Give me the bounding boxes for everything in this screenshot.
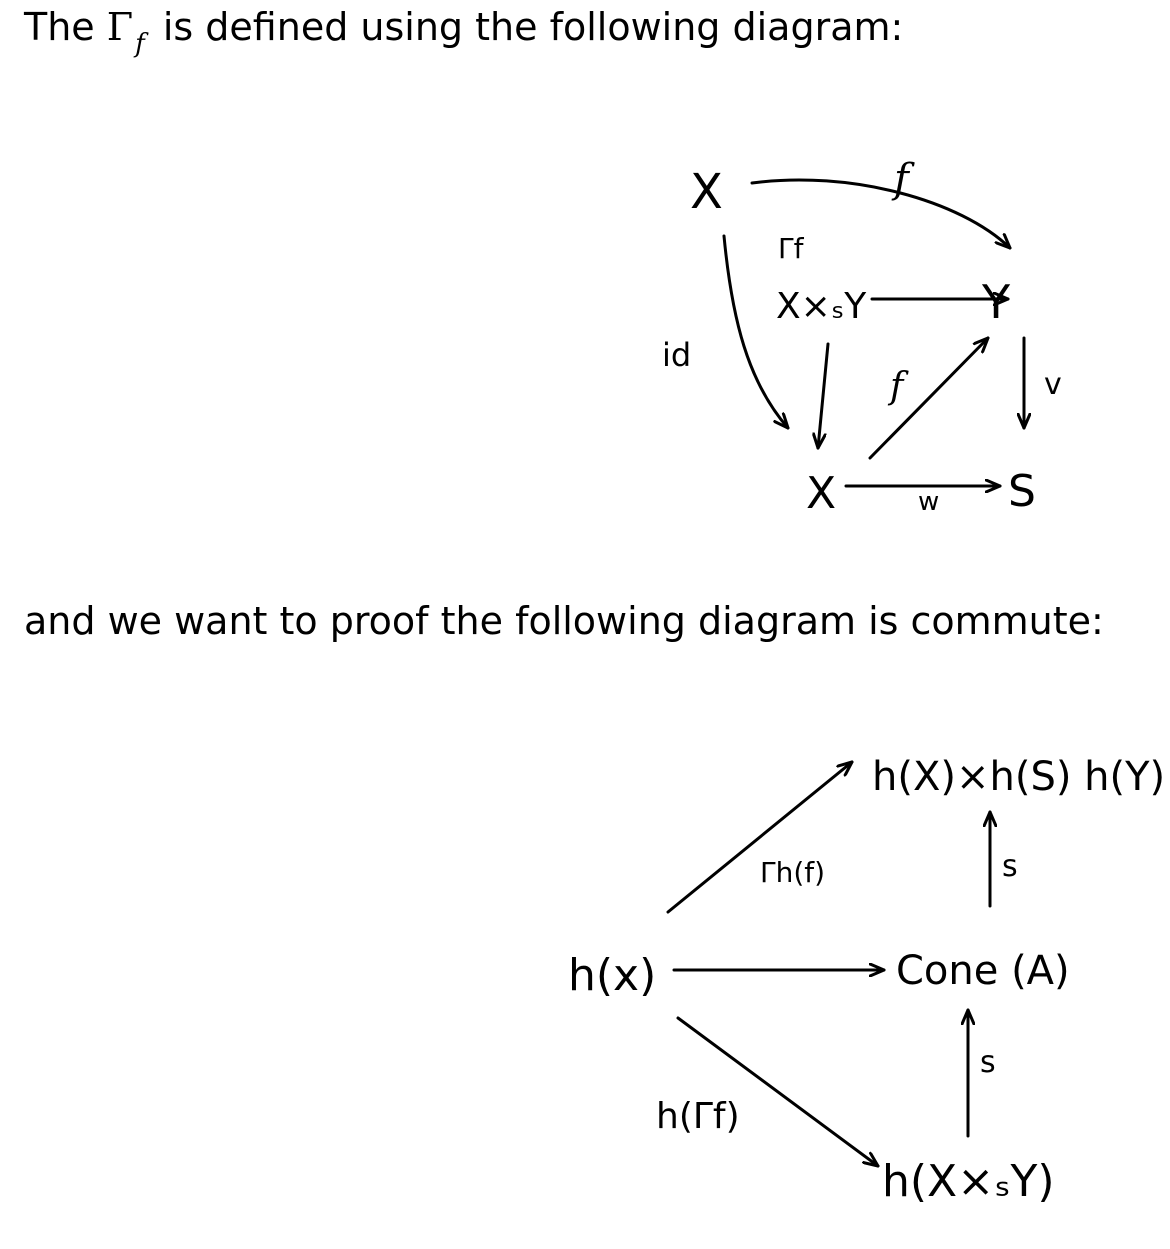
label-gamma-f: Γf [778,232,805,265]
diagram-commute: h(x) h(X)×h(S) h(Y) Cone (A) h(X×ₛY) Γh(… [568,754,1165,1207]
intro-sentence: The Γf is defined using the following di… [24,4,904,59]
node-bottom-product: h(X×ₛY) [882,1156,1055,1207]
diagram-gamma-definition: X Y X×ₛY X S f Γf id f v w [662,156,1062,519]
gamma-symbol: Γ [106,5,134,49]
node-top-product: h(X)×h(S) h(Y) [872,754,1165,800]
label-w: w [918,487,939,517]
label-s-top: s [1002,849,1018,884]
gamma-subscript: f [135,29,145,59]
node-cone: Cone (A) [896,948,1070,994]
node-y-right: Y [981,275,1011,329]
arrow-h-gamma-f [676,1016,880,1168]
node-x-top: X [690,164,723,220]
arrow-gamma-hf [666,760,854,914]
arrow-projection-x [818,342,830,450]
node-fiber-product: X×ₛY [776,286,867,327]
arrow-f-diagonal [868,336,990,460]
node-hx: h(x) [568,950,656,1001]
label-gamma-hf: Γh(f) [760,856,825,889]
label-s-bottom: s [980,1045,996,1080]
intro-after: is defined using the following diagram: [162,5,904,49]
label-h-gamma-f: h(Γf) [656,1096,740,1137]
label-v: v [1044,367,1062,402]
intro-before: The [24,5,95,49]
label-id: id [662,336,691,374]
arrow-f-top [750,178,1012,250]
middle-sentence: and we want to proof the following diagr… [24,599,1104,643]
label-f-diagonal: f [887,366,909,407]
node-s: S [1008,466,1036,517]
node-x-bottom: X [806,468,836,519]
arrow-id [722,234,790,430]
